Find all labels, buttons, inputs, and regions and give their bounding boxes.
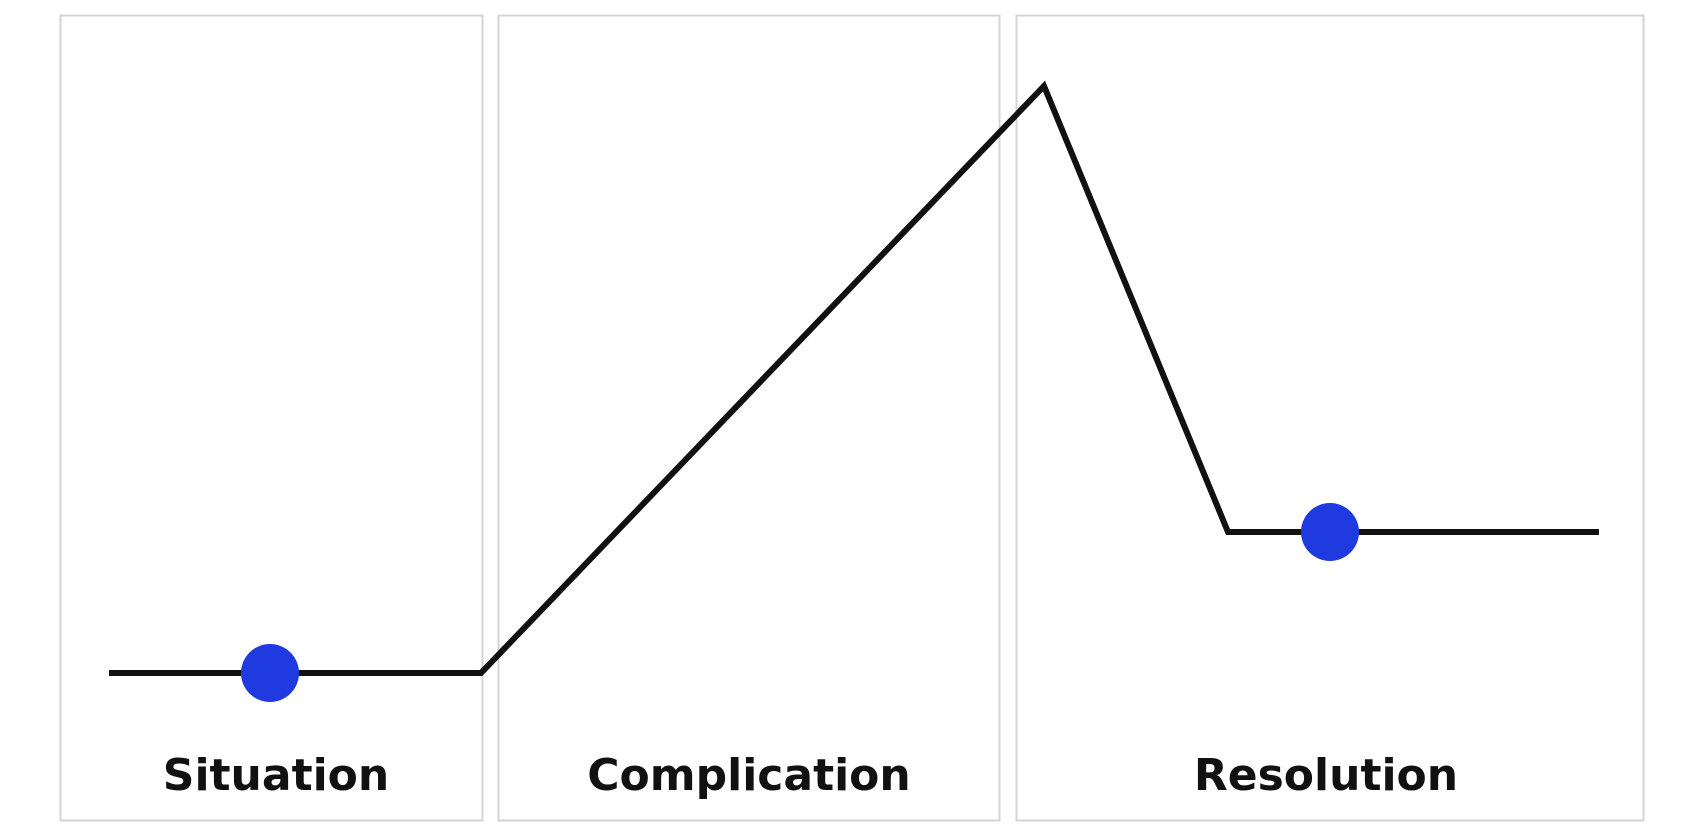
panel-resolution-label: Resolution [1194,750,1458,801]
panel-resolution: Resolution [1015,14,1645,822]
resolution-marker [1301,503,1359,561]
panel-complication-frame [497,14,1001,822]
situation-marker [241,644,299,702]
panel-resolution-frame [1015,14,1645,822]
panel-complication: Complication [497,14,1001,822]
panel-complication-label: Complication [587,750,910,801]
panel-situation-label: Situation [163,750,390,801]
